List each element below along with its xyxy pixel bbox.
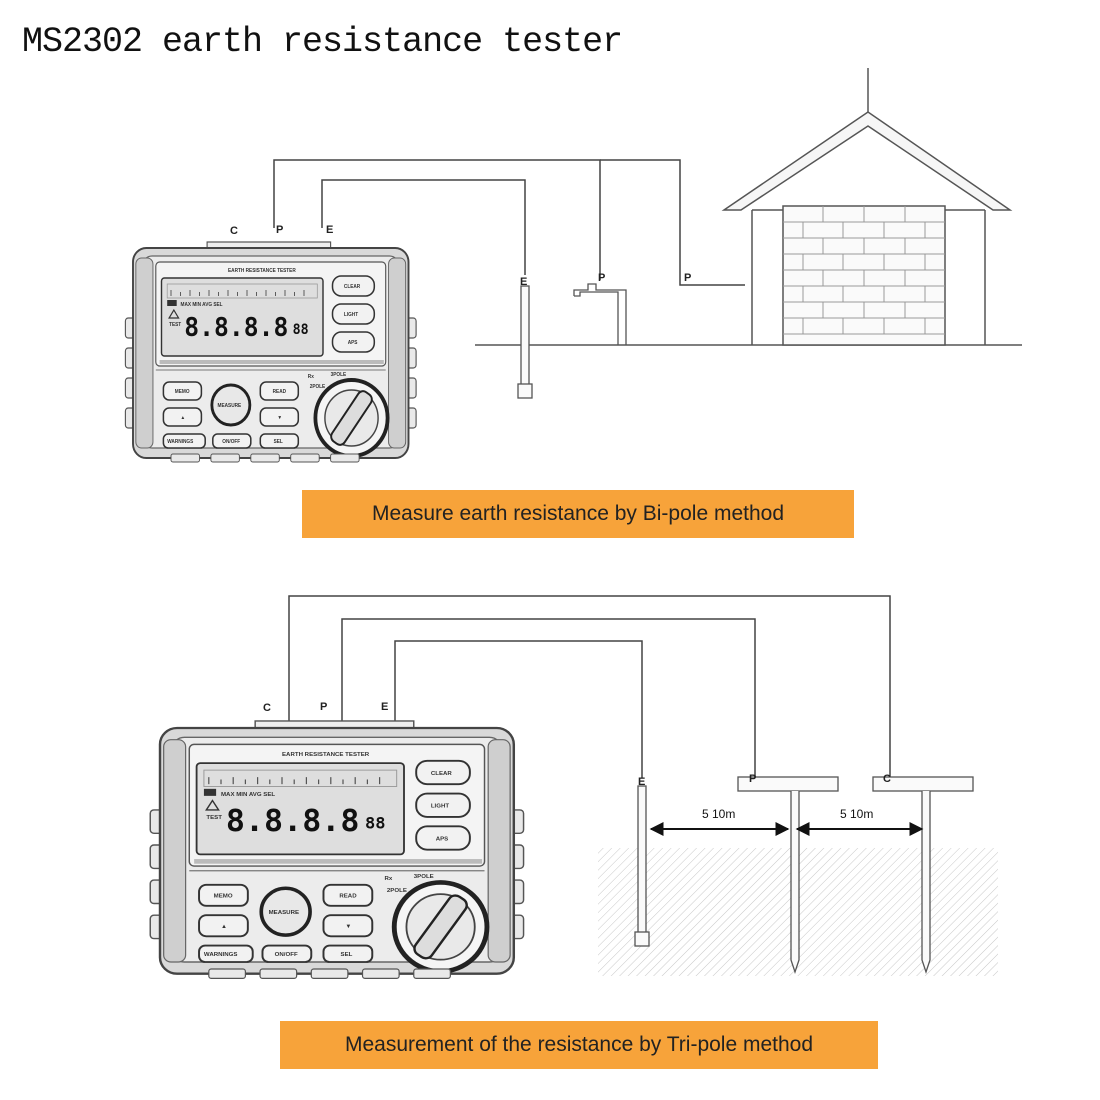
down-key-label: ▼ <box>277 416 282 421</box>
tripole-terminal-p-label: P <box>320 701 327 713</box>
bipole-terminal-p-label: P <box>276 224 283 236</box>
bipole-caption-banner: Measure earth resistance by Bi-pole meth… <box>302 490 854 538</box>
bipole-p-house-label: P <box>684 272 691 284</box>
tripole-e-rod <box>634 785 650 947</box>
sel-key-label: SEL <box>274 439 283 445</box>
dial-3pole-label: 3POLE <box>331 372 347 378</box>
lcd-small-readout: 88 <box>365 813 386 833</box>
water-tap <box>573 283 627 345</box>
tester-device-2: EARTH RESISTANCE TESTER MAX MIN AVG SEL … <box>150 721 523 978</box>
lcd-small-readout: 88 <box>293 322 309 338</box>
dial-2pole-label: 2POLE <box>387 888 407 894</box>
down-key-label: ▼ <box>345 924 351 930</box>
tripole-caption: Measurement of the resistance by Tri-pol… <box>344 1033 814 1056</box>
e-electrode-rod <box>517 285 533 399</box>
tripole-p-spike <box>737 776 839 975</box>
tripole-terminal-c-label: C <box>263 702 271 714</box>
up-key-label: ▲ <box>221 924 227 930</box>
tester-device-1: EARTH RESISTANCE TESTER MAX MIN AVG SEL … <box>123 240 419 464</box>
bipole-terminal-c-label: C <box>230 225 238 237</box>
read-key-label: READ <box>339 894 357 900</box>
measure-key-label: MEASURE <box>269 910 299 916</box>
tripole-e-electrode-label: E <box>638 776 645 788</box>
onoff-key-label: ON/OFF <box>222 439 240 445</box>
memo-key-label: MEMO <box>214 894 233 900</box>
tripole-panel: 5 10m 5 10m C P E E P C EARTH RESISTANCE… <box>150 595 998 978</box>
bipole-wires <box>273 159 745 286</box>
distance-label-1: 5 10m <box>702 807 735 821</box>
clear-button-label: CLEAR <box>344 284 361 290</box>
up-key-label: ▲ <box>181 416 186 421</box>
tripole-wires <box>288 595 891 778</box>
tripole-caption-banner: Measurement of the resistance by Tri-pol… <box>280 1021 878 1069</box>
dial-rx-label: Rx <box>308 374 314 380</box>
sel-key-label: SEL <box>341 952 353 958</box>
bipole-terminal-e-label: E <box>326 224 333 236</box>
tester-header-label: EARTH RESISTANCE TESTER <box>282 752 370 758</box>
light-button-label: LIGHT <box>431 804 450 810</box>
house <box>721 68 1013 346</box>
bipole-panel: C P E E P P EARTH RESISTANCE TESTER MAX … <box>123 68 1022 464</box>
onoff-key-label: ON/OFF <box>275 952 298 958</box>
aps-button-label: APS <box>348 340 358 346</box>
tripole-c-spike <box>872 776 974 975</box>
distance-label-2: 5 10m <box>840 807 873 821</box>
lcd-main-readout: 8.8.8.8 <box>184 311 288 342</box>
clear-button-label: CLEAR <box>431 771 453 777</box>
tripole-terminal-e-label: E <box>381 701 388 713</box>
memo-key-label: MEMO <box>175 389 190 395</box>
lcd-main-readout: 8.8.8.8 <box>226 804 360 839</box>
tripole-c-electrode-label: C <box>883 773 891 785</box>
dial-rx-label: Rx <box>384 876 392 882</box>
dial-3pole-label: 3POLE <box>414 874 434 880</box>
bipole-caption: Measure earth resistance by Bi-pole meth… <box>371 502 785 525</box>
tripole-p-electrode-label: P <box>749 773 756 785</box>
bipole-p-tap-label: P <box>598 272 605 284</box>
measure-key-label: MEASURE <box>218 403 242 409</box>
light-button-label: LIGHT <box>344 312 358 318</box>
tester-header-label: EARTH RESISTANCE TESTER <box>228 268 296 274</box>
warnings-key-label: WARNINGS <box>204 952 238 958</box>
warnings-key-label: WARNINGS <box>167 439 194 445</box>
aps-button-label: APS <box>436 836 449 842</box>
page-title: MS2302 earth resistance tester <box>22 22 623 62</box>
lcd-flags: MAX MIN AVG SEL <box>181 302 223 308</box>
dial-2pole-label: 2POLE <box>310 384 326 390</box>
lcd-flags: MAX MIN AVG SEL <box>221 792 276 798</box>
bipole-e-electrode-label: E <box>520 276 527 288</box>
read-key-label: READ <box>273 389 287 395</box>
